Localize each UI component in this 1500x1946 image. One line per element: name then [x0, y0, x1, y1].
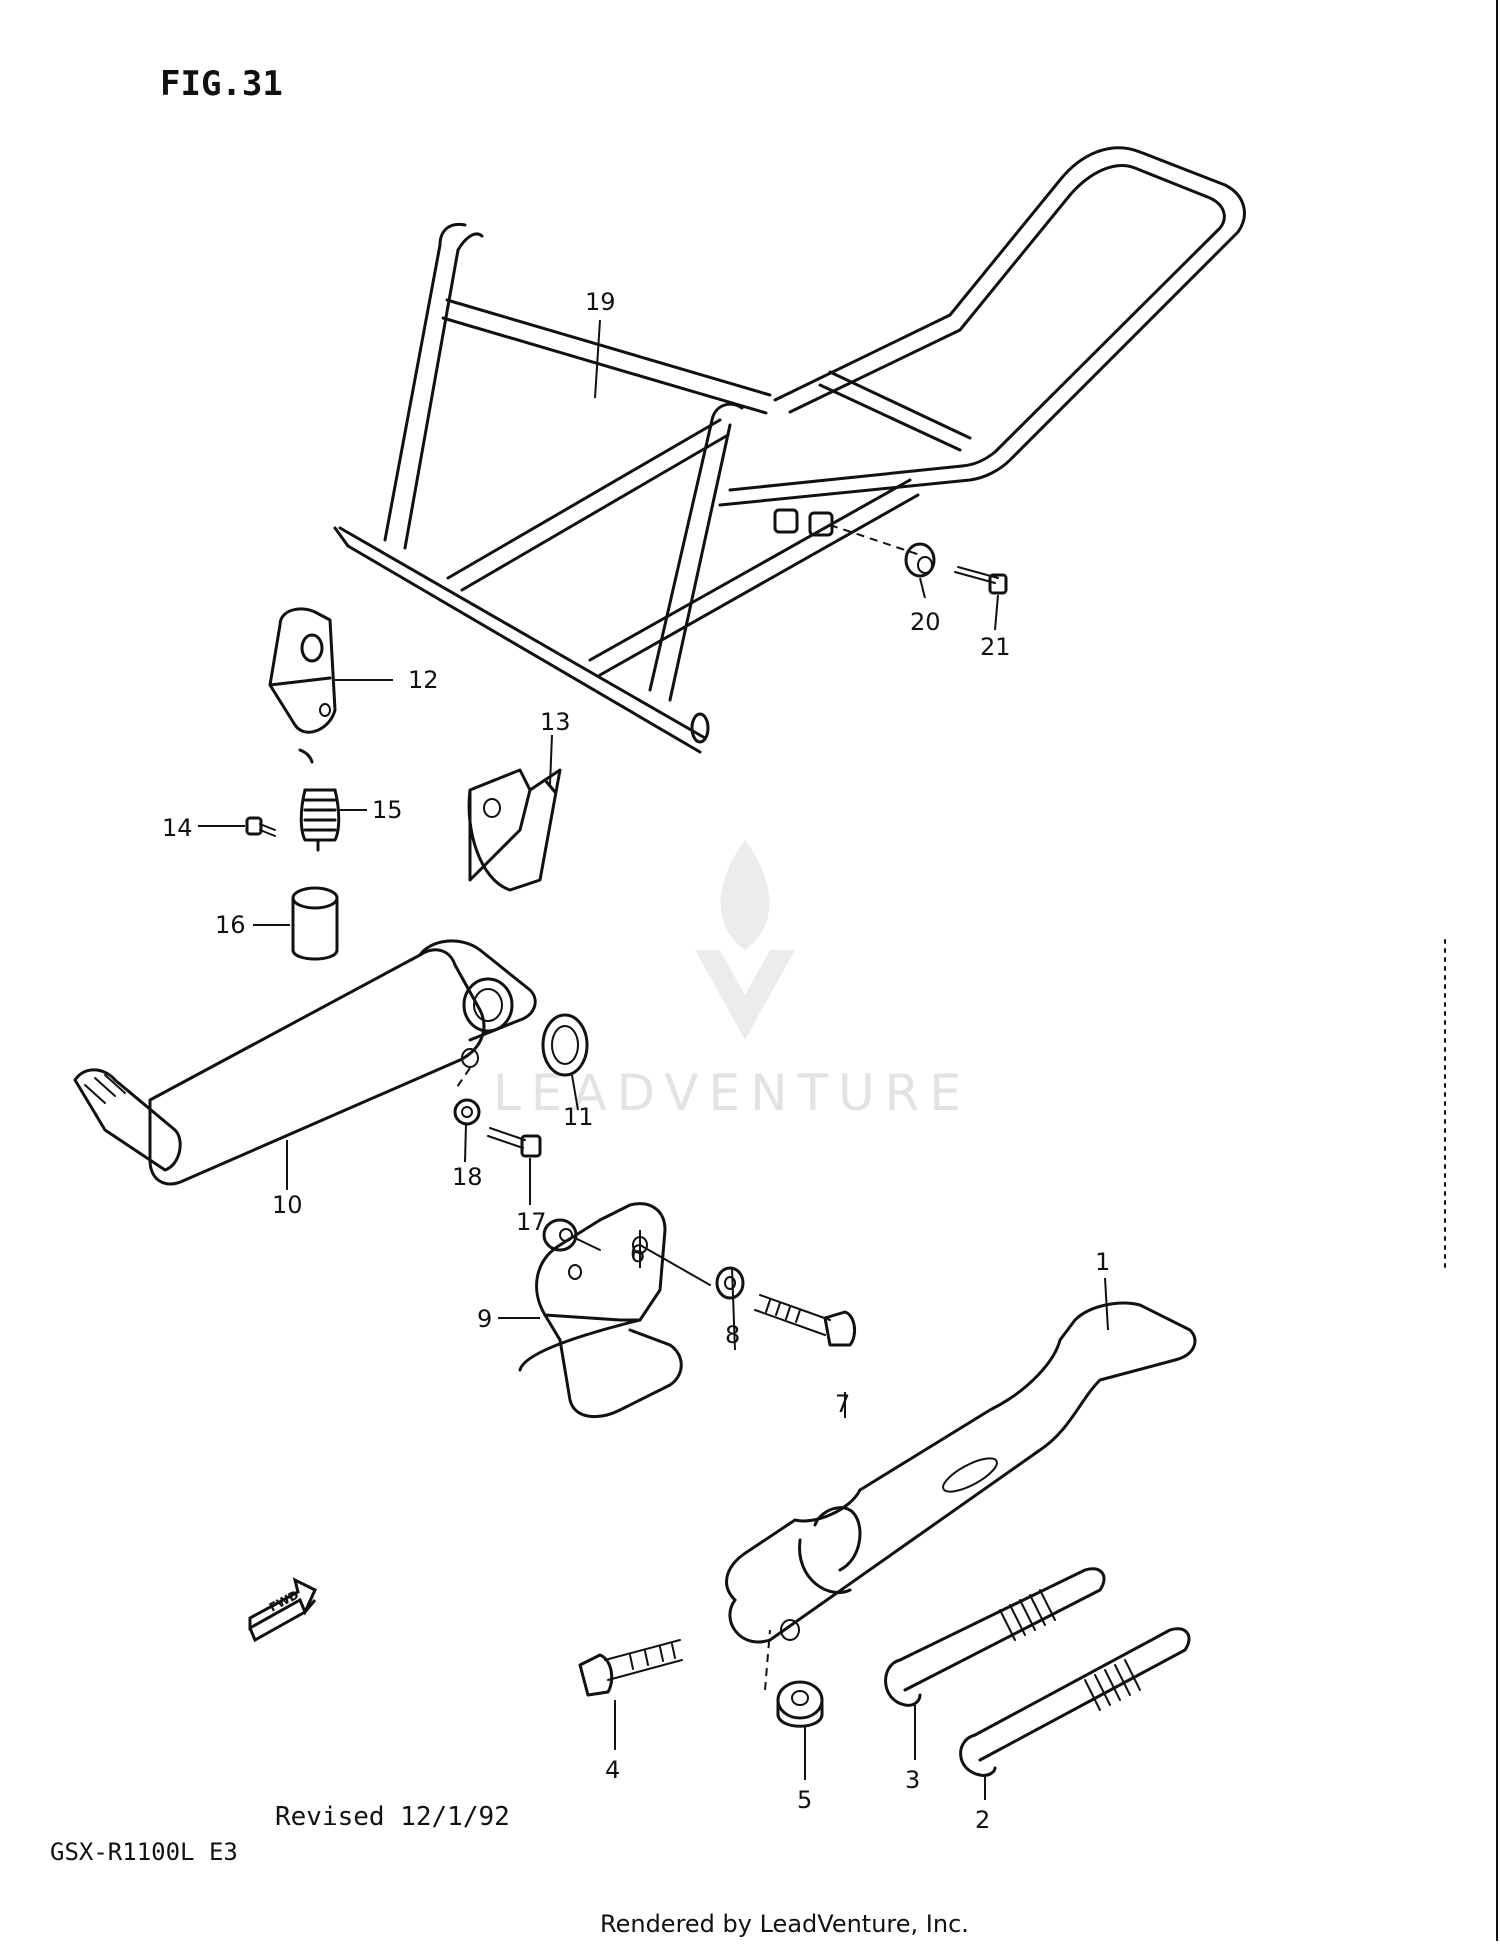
model-code: GSX-R1100L E3: [50, 1838, 238, 1866]
v-logo-icon: [695, 950, 795, 1040]
watermark: LEADVENTURE: [493, 840, 961, 1122]
callout-18: 18: [452, 1163, 483, 1191]
side-stand-nut: [764, 1629, 824, 1728]
callout-17: 17: [516, 1208, 547, 1236]
leader-lines: [198, 319, 1109, 1800]
spring-hook-bracket: [467, 768, 562, 892]
center-stand-frame: [333, 146, 1246, 754]
callout-21: 21: [980, 633, 1011, 661]
callout-2: 2: [975, 1806, 990, 1834]
callout-8: 8: [725, 1321, 740, 1349]
bolt-washer: [715, 1266, 745, 1300]
callout-19: 19: [585, 288, 616, 316]
pedal-bolt: [487, 1127, 542, 1158]
stand-bolt: [954, 566, 1008, 595]
callout-15: 15: [372, 796, 403, 824]
callout-3: 3: [905, 1766, 920, 1794]
callout-9: 9: [477, 1305, 492, 1333]
brake-pedal: [73, 939, 537, 1186]
stand-spring-inner: [959, 1627, 1191, 1777]
side-stand: [725, 1301, 1197, 1644]
callout-11: 11: [563, 1103, 594, 1131]
stand-spring: [298, 748, 341, 852]
flame-icon: [720, 840, 770, 950]
pedal-nut: [453, 1098, 481, 1126]
bracket-bolt: [754, 1294, 857, 1347]
callout-14: 14: [162, 814, 193, 842]
stand-spring-outer: [884, 1567, 1106, 1707]
callout-13: 13: [540, 708, 571, 736]
callout-4: 4: [605, 1756, 620, 1784]
stand-bracket: [518, 1202, 711, 1419]
side-stand-bolt: [578, 1639, 683, 1697]
callout-5: 5: [797, 1786, 812, 1814]
revised-date: Revised 12/1/92: [275, 1802, 510, 1832]
callout-16: 16: [215, 911, 246, 939]
pivot-collar: [291, 886, 339, 961]
footer-credit: Rendered by LeadVenture, Inc.: [600, 1910, 969, 1938]
small-bolt: [245, 816, 276, 837]
figure-title: FIG.31: [160, 64, 283, 104]
bracket-plate: [268, 607, 337, 734]
callout-7: 7: [835, 1390, 850, 1418]
callout-10: 10: [272, 1191, 303, 1219]
bracket-nut: [542, 1218, 601, 1252]
scan-edge-marks: [1444, 0, 1498, 1942]
callout-1: 1: [1095, 1248, 1110, 1276]
fwd-arrow-icon: FWD: [248, 1577, 317, 1643]
stand-bushing: [904, 542, 936, 578]
callout-6: 6: [630, 1240, 645, 1268]
callout-12: 12: [408, 666, 439, 694]
pedal-washer: [541, 1013, 589, 1077]
callouts: 19 20 21 12 13 15 14 16 10 11 18 17 9 6 …: [162, 288, 1110, 1834]
callout-20: 20: [910, 608, 941, 636]
